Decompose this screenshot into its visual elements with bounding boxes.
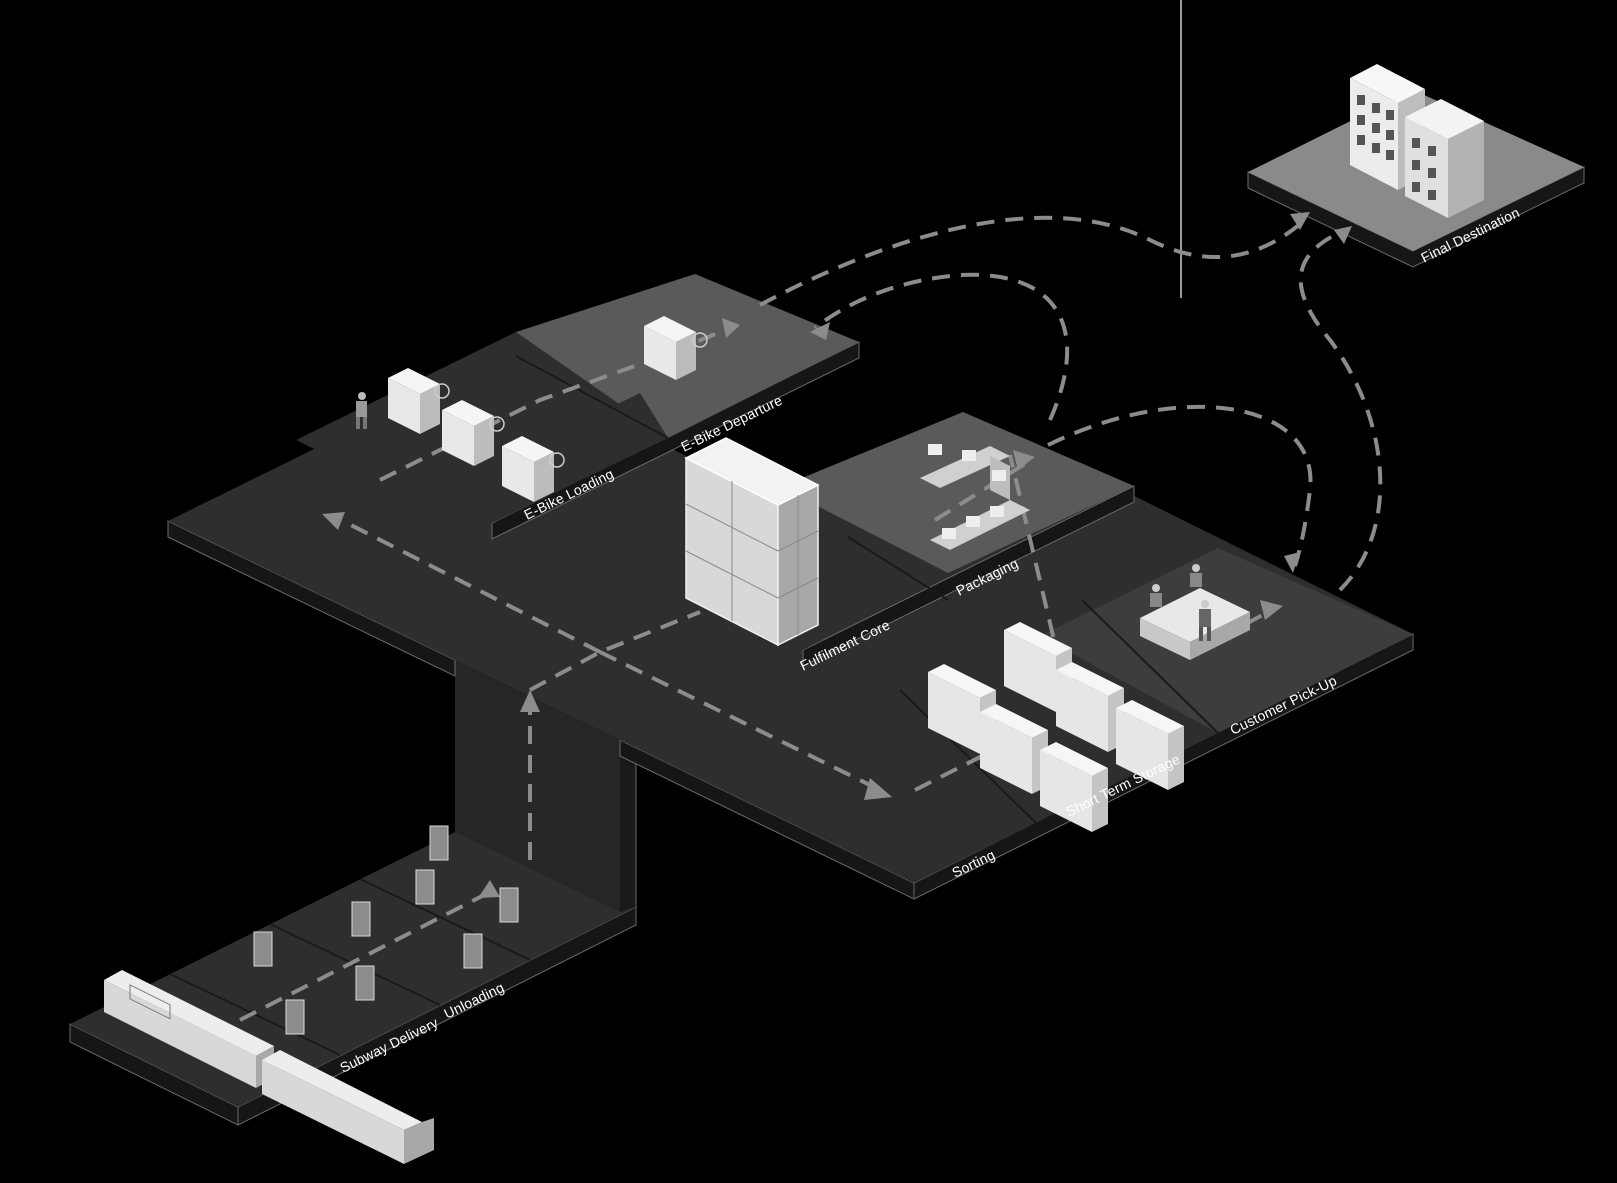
staff-figure-icon [1190,564,1202,587]
arrowhead-icon [810,322,830,340]
arrowhead-icon [322,512,345,530]
apartment-building-icon [1350,64,1484,218]
cargo-container-icon [429,825,449,861]
arrowhead-icon [1284,552,1300,573]
subway-containers [253,825,519,1035]
arrowhead-icon [520,690,540,712]
subway-train-icon [104,970,434,1164]
e-bike-units [356,316,708,502]
cargo-container-icon [351,901,371,937]
cargo-container-icon [415,869,435,905]
arrowhead-icon [864,778,892,800]
cargo-e-bike-icon [388,368,450,434]
worker-figure-icon [356,392,367,429]
cargo-e-bike-icon [442,400,505,466]
arrowhead-icon [1290,212,1310,230]
arrowhead-icon [1260,600,1283,620]
cargo-container-icon [285,999,305,1035]
cargo-e-bike-icon [644,316,708,380]
pick-up-desk [1140,564,1250,660]
cargo-container-icon [253,931,273,967]
packaging-conveyor-icon [920,444,1030,550]
cargo-container-icon [463,933,483,969]
storage-shelves [928,622,1184,832]
customer-figure-icon [1199,600,1211,641]
cargo-container-icon [499,887,519,923]
cargo-e-bike-icon [502,436,565,502]
final-destination-platform: Final Destination [1247,64,1585,268]
vertical-shaft [455,660,637,912]
shelf-unit-icon [1040,742,1108,832]
cargo-container-icon [355,965,375,1001]
fulfilment-core-rack-icon [684,437,820,647]
staff-figure-icon [1150,584,1162,607]
arrowhead-icon [478,880,500,898]
arrowhead-icon [722,318,740,338]
arrowhead-icon [1334,226,1352,244]
shelf-unit-icon [1116,700,1184,790]
arrowhead-icon [1013,450,1035,470]
